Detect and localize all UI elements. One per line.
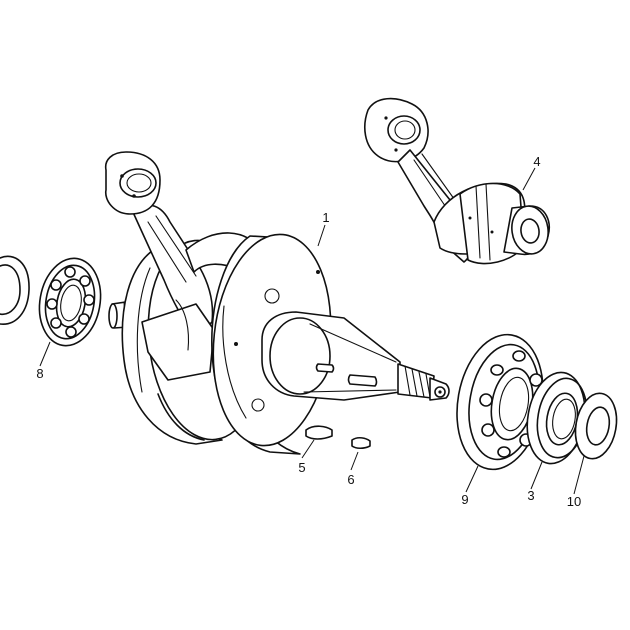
callout-4: 4 bbox=[533, 154, 540, 169]
partial-bearing-left-edge bbox=[0, 255, 30, 325]
woodruff-key-5 bbox=[305, 425, 333, 440]
callout-1: 1 bbox=[322, 210, 329, 225]
callout-9: 9 bbox=[461, 492, 468, 507]
connecting-rod-4 bbox=[364, 97, 550, 265]
callout-8: 8 bbox=[36, 366, 43, 381]
leader-lines bbox=[39, 167, 585, 495]
crankshaft-assembly bbox=[104, 151, 450, 455]
woodruff-key-6 bbox=[351, 436, 371, 450]
callout-6: 6 bbox=[347, 472, 354, 487]
callout-3: 3 bbox=[527, 488, 534, 503]
callout-5: 5 bbox=[298, 460, 305, 475]
ball-bearing-8 bbox=[38, 257, 102, 347]
callout-10: 10 bbox=[567, 494, 581, 509]
washer-10 bbox=[574, 392, 618, 460]
